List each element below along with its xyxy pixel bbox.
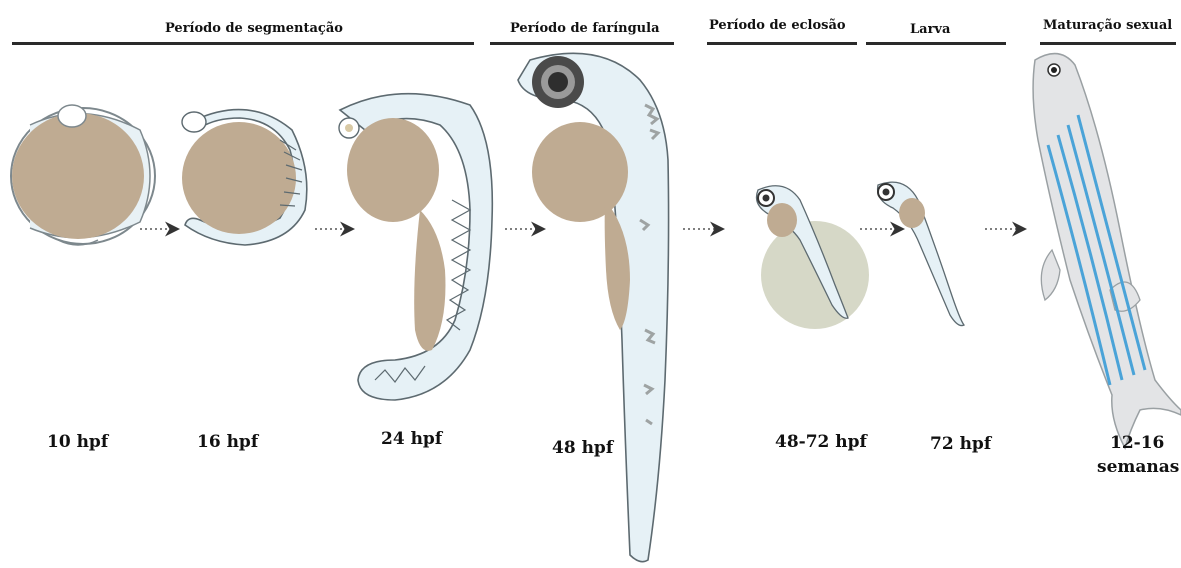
stage-label-10hpf: 10 hpf [47,432,108,452]
stage-label-48-72hpf: 48-72 hpf [775,432,867,452]
adult-zebrafish [1033,54,1181,448]
stage-label-adult-weeks: 12-16 [1110,433,1164,453]
embryo-48hpf [518,53,669,561]
stage-label-adult-unit: semanas [1097,457,1179,477]
embryo-10hpf [11,105,155,245]
stage-label-48hpf: 48 hpf [552,438,613,458]
embryo-24hpf [339,94,492,400]
larva-hatching-48-72hpf [757,186,870,329]
larva-72hpf [878,182,964,325]
stage-label-16hpf: 16 hpf [197,432,258,452]
stage-label-24hpf: 24 hpf [381,429,442,449]
embryo-16hpf [182,110,307,245]
stage-label-72hpf: 72 hpf [930,434,991,454]
